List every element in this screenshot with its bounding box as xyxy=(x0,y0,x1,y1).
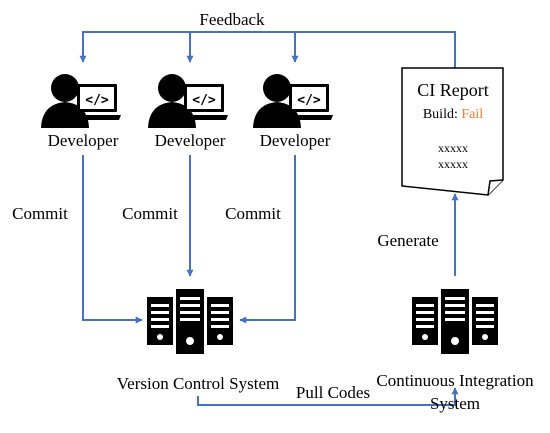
report-build-status: Fail xyxy=(461,107,483,122)
developer-label: Developer xyxy=(260,131,331,150)
developer-1: </> Developer xyxy=(41,74,121,150)
svg-text:</>: </> xyxy=(192,93,216,108)
pull-codes-label: Pull Codes xyxy=(296,383,370,402)
pull-codes-arrow xyxy=(197,387,459,406)
svg-text:</>: </> xyxy=(85,93,109,108)
ci-server-icon xyxy=(412,289,498,354)
ci-report-document: CI Report Build: Fail xxxxx xxxxx xyxy=(401,67,504,196)
report-build-prefix: Build: xyxy=(423,107,462,122)
commit-label-3: Commit xyxy=(225,204,281,223)
report-line-1: xxxxx xyxy=(438,141,468,155)
commit-arrow-3 xyxy=(239,155,296,324)
commit-label-1: Commit xyxy=(12,204,68,223)
ci-label-line2: System xyxy=(430,394,480,413)
generate-label: Generate xyxy=(377,231,438,250)
developer-laptop-icon: </> xyxy=(148,74,228,128)
connectors xyxy=(79,31,459,406)
report-title: CI Report xyxy=(417,80,489,100)
developer-label: Developer xyxy=(155,131,226,150)
vcs-server-icon xyxy=(147,289,233,354)
developer-label: Developer xyxy=(48,131,119,150)
report-line-2: xxxxx xyxy=(438,157,468,171)
report-build-line: Build: Fail xyxy=(423,107,483,122)
feedback-arrow-line xyxy=(79,31,456,68)
developer-3: </> Developer xyxy=(253,74,333,150)
commit-label-2: Commit xyxy=(122,204,178,223)
feedback-label: Feedback xyxy=(199,10,265,29)
commit-arrow-1 xyxy=(82,155,143,324)
developer-laptop-icon: </> xyxy=(41,74,121,128)
ci-label-line1: Continuous Integration xyxy=(376,371,534,390)
developer-laptop-icon: </> xyxy=(253,74,333,128)
svg-text:</>: </> xyxy=(297,93,321,108)
developer-2: </> Developer xyxy=(148,74,228,150)
vcs-label: Version Control System xyxy=(117,374,279,393)
